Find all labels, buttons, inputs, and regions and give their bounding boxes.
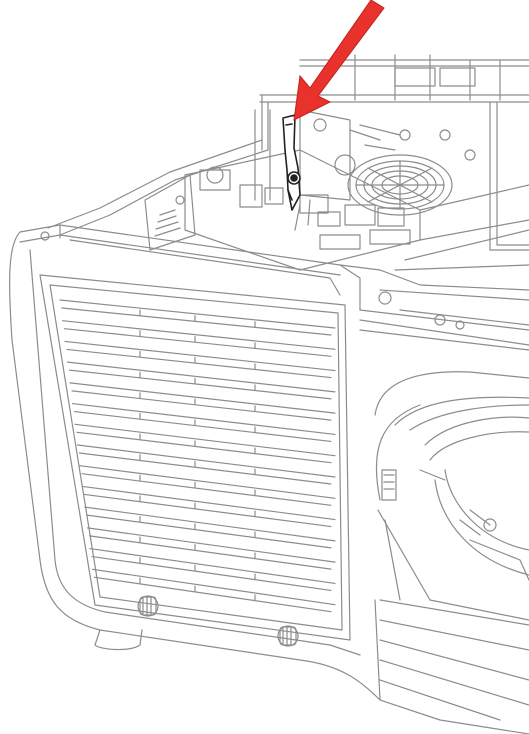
latch-lever bbox=[282, 114, 301, 211]
louver-slat-edge bbox=[88, 535, 332, 570]
louver-slat-edge bbox=[63, 328, 332, 357]
louver-slat bbox=[76, 444, 336, 478]
front-grille bbox=[39, 274, 351, 641]
chassis-wall bbox=[47, 109, 271, 236]
louver-slat-edge bbox=[71, 390, 332, 421]
front-top-frame bbox=[19, 224, 529, 346]
louver-slat-edge bbox=[91, 555, 332, 592]
louver-slat bbox=[66, 361, 336, 393]
louver-slat-edge bbox=[61, 307, 332, 336]
louver-slat bbox=[89, 547, 336, 585]
louver-slat-edge bbox=[68, 369, 332, 400]
louver-slat-edge bbox=[73, 410, 332, 443]
louver-slat-edge bbox=[78, 452, 332, 485]
louver-slat bbox=[86, 527, 336, 563]
louver-slat bbox=[69, 382, 336, 414]
louver-slat-edge bbox=[86, 514, 332, 549]
louver-slat-edge bbox=[66, 348, 332, 379]
louver-slat bbox=[59, 299, 336, 329]
louver-slat-edge bbox=[93, 576, 332, 613]
louver-slat bbox=[81, 485, 336, 521]
thumbscrew-right bbox=[277, 625, 299, 647]
louver-slat-edge bbox=[81, 473, 332, 506]
louver-slat bbox=[64, 340, 336, 372]
louver-slat-edge bbox=[83, 493, 332, 528]
louver-slat bbox=[61, 320, 336, 350]
lens-housing bbox=[359, 329, 529, 621]
louver-slat bbox=[84, 506, 336, 542]
right-cover bbox=[378, 184, 529, 330]
louver-slat bbox=[79, 465, 336, 499]
body-outline bbox=[9, 231, 529, 734]
louver-slat bbox=[91, 568, 336, 606]
louver-slat-edge bbox=[76, 431, 332, 464]
cooling-fan bbox=[347, 154, 453, 216]
thumbscrew-left bbox=[137, 595, 159, 617]
arrow-icon bbox=[293, 0, 385, 121]
louver-slat bbox=[71, 402, 336, 436]
grille-louvers bbox=[59, 299, 336, 613]
louver-slat bbox=[74, 423, 336, 457]
